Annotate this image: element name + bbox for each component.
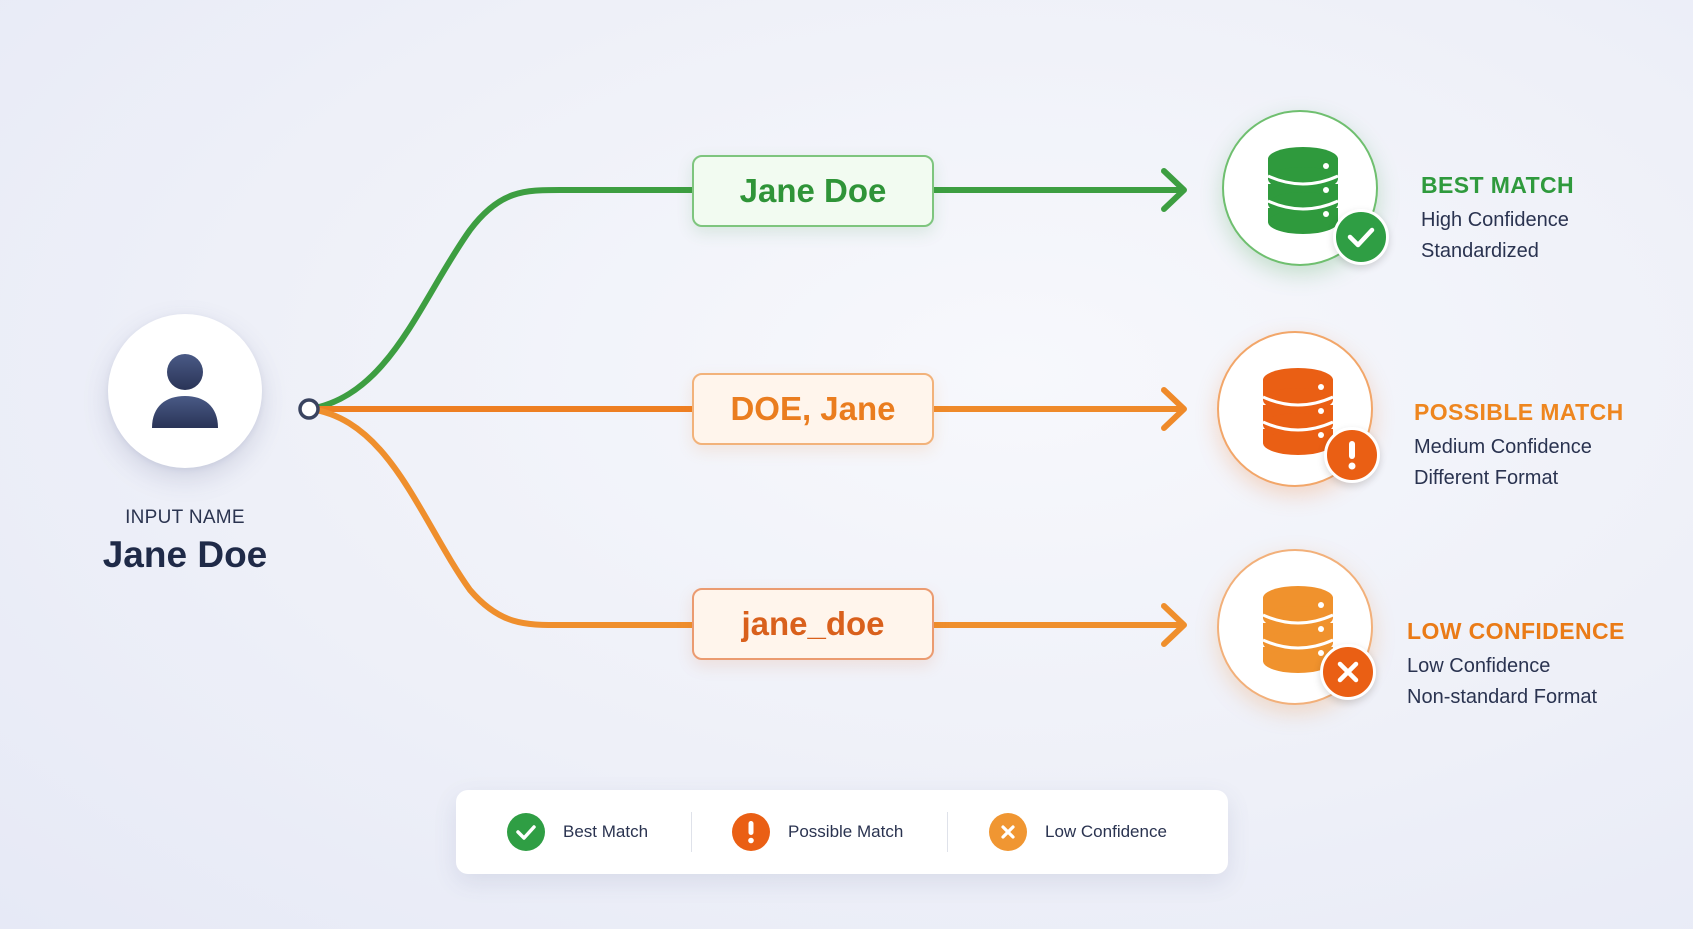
variant-box-possible-match: DOE, Jane (692, 373, 934, 445)
x-icon (989, 813, 1027, 851)
exclamation-badge (1324, 427, 1380, 483)
result-format-low-confidence: Non-standard Format (1407, 686, 1598, 708)
result-confidence-possible-match: Medium Confidence (1414, 436, 1592, 458)
arrow-head-low-confidence (1161, 603, 1187, 647)
database-low-confidence (1217, 549, 1373, 705)
check-icon (507, 813, 545, 851)
legend-item-low-confidence: Low Confidence (989, 790, 1167, 874)
database-icon (1262, 368, 1334, 455)
variant-box-low-confidence: jane_doe (692, 588, 934, 660)
database-icon (1262, 586, 1334, 673)
branch-line-low-confidence (307, 406, 695, 628)
arrow-head-best-match (1161, 168, 1187, 212)
legend-item-best-match: Best Match (507, 790, 648, 874)
origin-node (298, 398, 320, 420)
check-badge (1333, 209, 1389, 265)
x-icon (1337, 661, 1359, 683)
result-format-possible-match: Different Format (1414, 467, 1559, 489)
legend-divider (691, 812, 692, 852)
result-confidence-low-confidence: Low Confidence (1407, 655, 1551, 677)
legend-label: Low Confidence (1045, 822, 1167, 841)
legend-label: Best Match (563, 822, 649, 841)
person-icon (152, 354, 218, 428)
legend-divider (947, 812, 948, 852)
result-format-best-match: Standardized (1421, 240, 1539, 262)
variant-box-best-match: Jane Doe (692, 155, 934, 227)
result-title-best-match: BEST MATCH (1421, 172, 1575, 198)
legend-item-possible-match: Possible Match (732, 790, 903, 874)
arrow-head-possible-match (1161, 387, 1187, 431)
legend-label: Possible Match (788, 822, 904, 841)
database-icon (1267, 147, 1339, 234)
result-confidence-best-match: High Confidence (1421, 209, 1569, 231)
check-icon (1347, 227, 1375, 248)
legend: Best Match Possible Match Low Confidence (456, 790, 1228, 874)
result-title-possible-match: POSSIBLE MATCH (1414, 399, 1624, 425)
result-title-low-confidence: LOW CONFIDENCE (1407, 618, 1625, 644)
exclamation-icon (732, 813, 770, 851)
input-avatar (108, 314, 262, 468)
x-badge (1320, 644, 1376, 700)
branch-line-best-match (307, 187, 695, 412)
input-label: INPUT NAME (125, 507, 245, 528)
exclamation-icon (1348, 441, 1356, 470)
input-name: Jane Doe (102, 534, 268, 575)
